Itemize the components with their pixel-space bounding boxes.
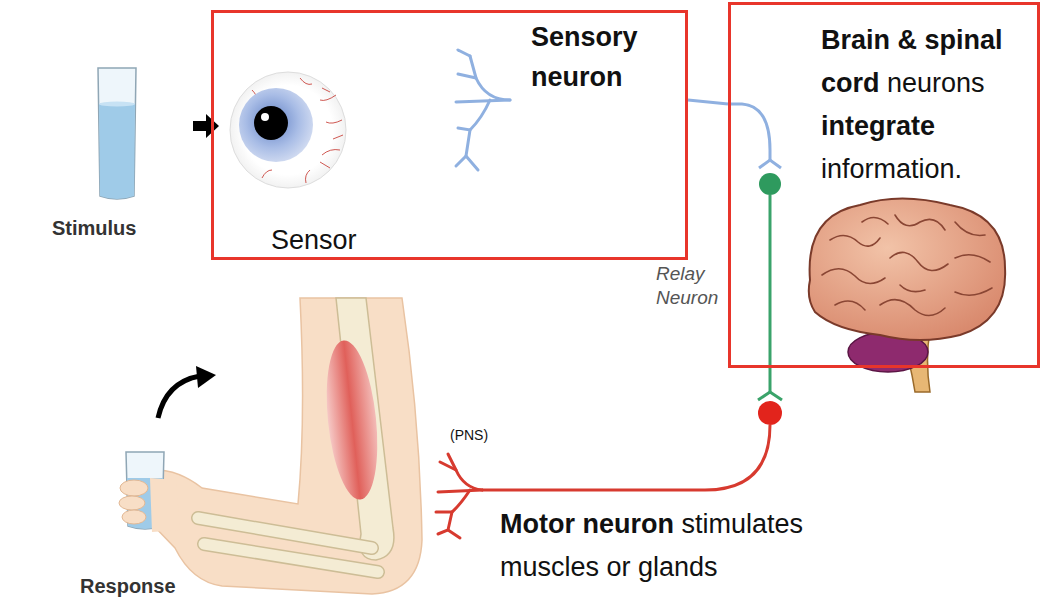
text-run: (PNS) — [450, 427, 488, 443]
text-run: information. — [821, 154, 962, 184]
text-run: Stimulus — [52, 217, 136, 239]
text-run: or — [607, 552, 639, 582]
response-arrow — [158, 376, 200, 418]
text-run: Relay — [656, 263, 705, 284]
sensor-box: Sensory neuronSensor — [211, 10, 688, 260]
sensory-axon-end — [728, 104, 770, 160]
response-label: Response — [80, 574, 176, 598]
pns-label: (PNS) — [450, 426, 488, 444]
sensory-dendrites — [456, 50, 510, 170]
text-run: & — [898, 25, 925, 55]
eye-illustration — [230, 72, 346, 188]
arm-illustration — [119, 298, 422, 594]
text-run: cord — [821, 68, 887, 98]
text-run: glands — [638, 552, 718, 582]
response-arrowhead — [196, 366, 216, 388]
cns-description: Brain & spinal cord neurons integrate in… — [821, 19, 1003, 191]
sensory-neuron-label: Sensory neuron — [531, 17, 638, 97]
motor-neuron-label: Motor neuron stimulates muscles or gland… — [500, 503, 803, 589]
text-run: stimulates — [681, 509, 803, 539]
brain-illustration — [809, 199, 1005, 393]
text-run: integrate — [821, 111, 935, 141]
relay-neuron-label: Relay Neuron — [656, 262, 718, 310]
synapse-terminal — [759, 160, 781, 168]
text-run: spinal — [925, 25, 1003, 55]
sensor-label: Sensor — [271, 223, 357, 257]
text-run: Brain — [821, 25, 898, 55]
water-glass — [98, 68, 136, 199]
text-run: Sensor — [271, 225, 357, 255]
text-run: Response — [80, 575, 176, 597]
cns-box: Brain & spinal cord neurons integrate in… — [728, 2, 1040, 368]
text-run: neurons — [887, 68, 985, 98]
text-run: Sensory — [531, 22, 638, 52]
text-run: Motor — [500, 509, 582, 539]
text-run: Neuron — [656, 287, 718, 308]
axon-connector — [688, 100, 728, 104]
text-run: neuron — [582, 509, 681, 539]
stimulus-label: Stimulus — [52, 216, 136, 240]
stimulus-arrow — [193, 114, 219, 138]
text-run: muscles — [500, 552, 607, 582]
text-run: neuron — [531, 62, 623, 92]
